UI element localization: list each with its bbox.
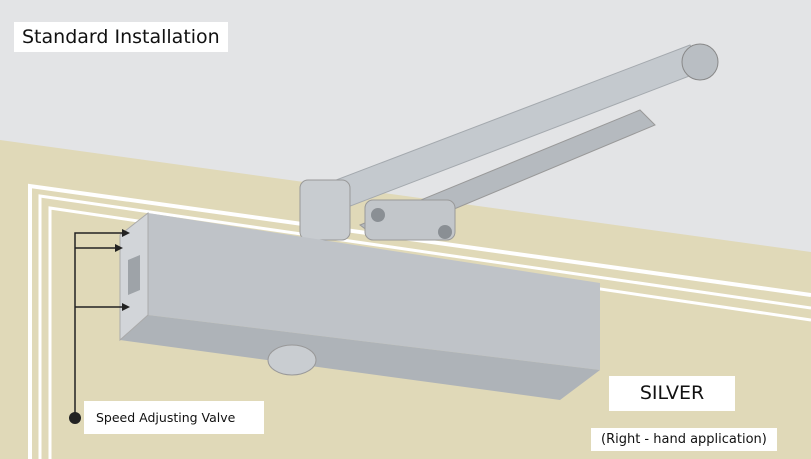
closer-spindle [267, 344, 317, 376]
callout-lines [74, 232, 125, 420]
speed-valve-callout: Speed Adjusting Valve [84, 401, 264, 434]
arm-bracket [364, 199, 456, 241]
callout-dot-icon [69, 412, 81, 424]
frame-line-middle [38, 194, 811, 459]
closer-body-bottom [120, 315, 600, 400]
application-note: (Right - hand application) [591, 428, 777, 451]
screw-icon [438, 225, 452, 239]
frame-line-outer [28, 183, 811, 459]
screw-icon [371, 208, 385, 222]
arrow-icon [115, 229, 130, 311]
valve-hex [128, 255, 140, 295]
color-label: SILVER [609, 376, 735, 411]
arm-shoe [299, 179, 351, 241]
title-label: Standard Installation [14, 22, 228, 52]
closer-body-front [148, 213, 600, 370]
arm-pivot [681, 43, 719, 81]
